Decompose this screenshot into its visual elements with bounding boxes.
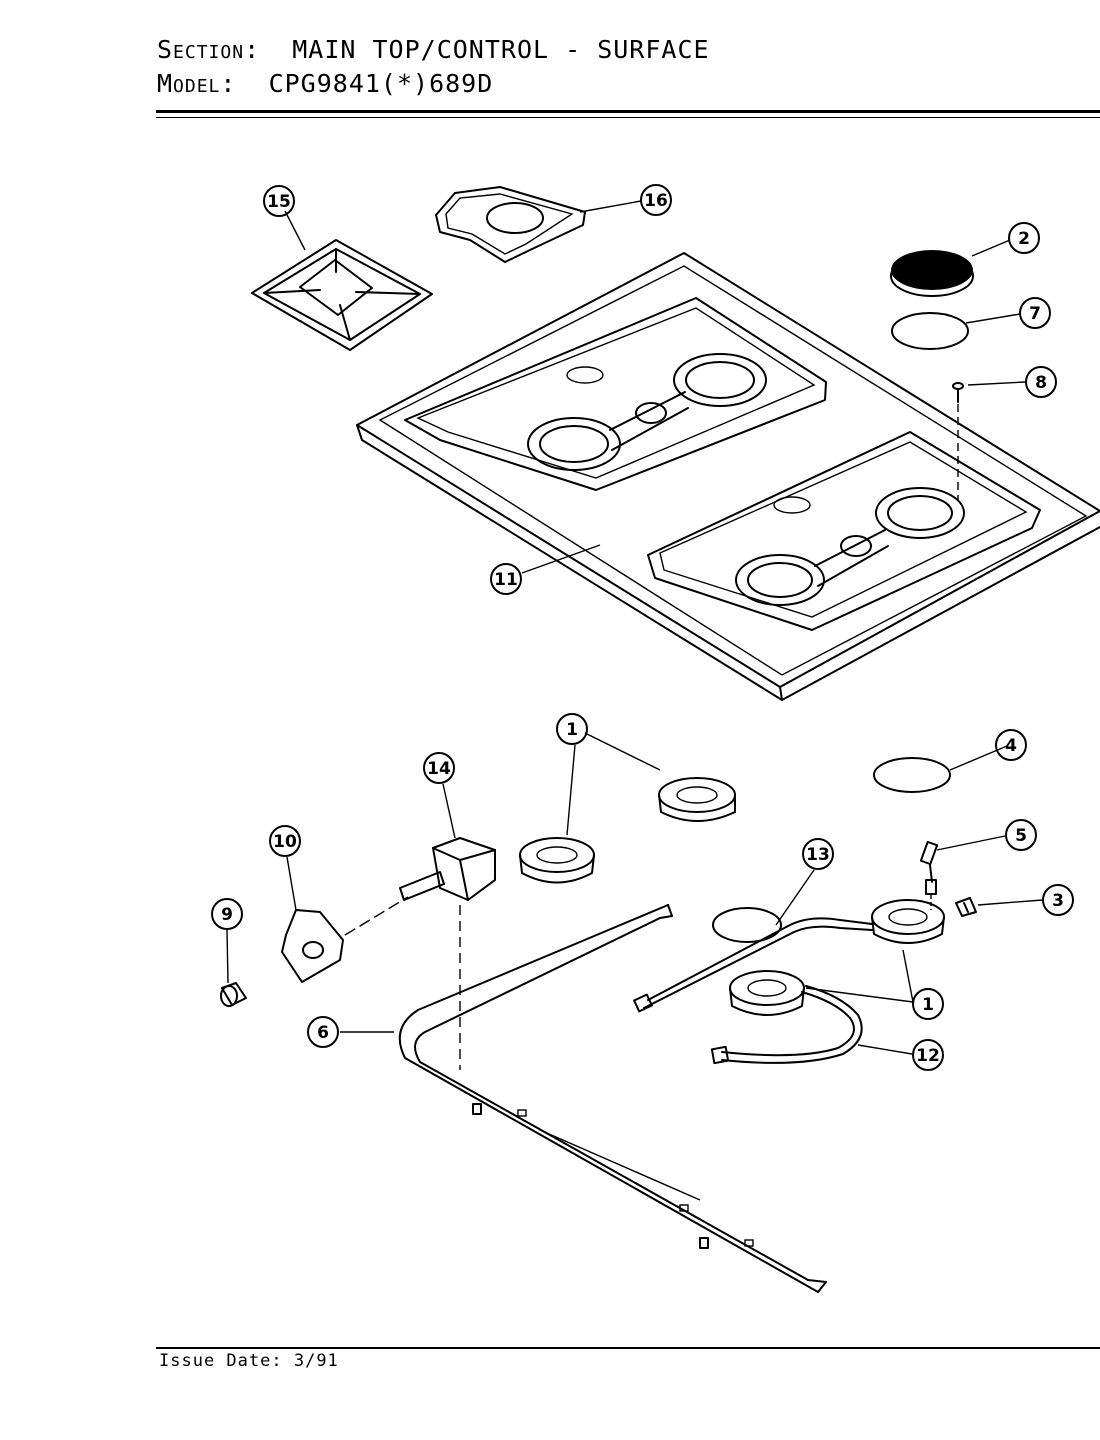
callout-8: 8: [1025, 366, 1057, 398]
svg-text:3: 3: [1052, 891, 1064, 911]
model-label: Model:: [157, 69, 237, 98]
svg-text:14: 14: [427, 759, 451, 779]
svg-text:4: 4: [1005, 736, 1017, 756]
callout-15: 15: [263, 185, 295, 217]
gas-valve: [399, 837, 496, 1070]
burner-head-rear-left: [658, 777, 736, 822]
svg-text:1: 1: [922, 995, 934, 1015]
spacer-ring: [712, 907, 782, 943]
callout-2: 2: [1008, 222, 1040, 254]
section-label: Section:: [157, 35, 261, 64]
clip: [955, 897, 977, 917]
burner-cap: [890, 250, 974, 297]
screw: [952, 382, 964, 500]
header-rule-thin: [156, 117, 1100, 118]
o-ring: [873, 757, 951, 793]
callout-6: 6: [307, 1016, 339, 1048]
header-rule-thick: [156, 110, 1100, 113]
manifold: [398, 904, 827, 1293]
section-value: MAIN TOP/CONTROL - SURFACE: [292, 35, 710, 64]
valve-bracket: [281, 896, 409, 983]
cap-ring: [891, 312, 969, 350]
callout-12: 12: [912, 1039, 944, 1071]
svg-text:8: 8: [1035, 373, 1047, 393]
svg-text:7: 7: [1029, 304, 1041, 324]
model-value: CPG9841(*)689D: [268, 69, 494, 98]
orifice: [220, 982, 247, 1007]
svg-text:9: 9: [221, 905, 233, 925]
gas-tube-rear: [633, 917, 873, 1013]
callout-14: 14: [423, 752, 455, 784]
leader-lines: [226, 200, 1043, 1055]
model-line: Model: CPG9841(*)689D: [157, 69, 493, 98]
callout-4: 4: [995, 729, 1027, 761]
gas-tube-front: [710, 985, 863, 1065]
issue-date: Issue Date: 3/91: [159, 1351, 339, 1371]
svg-text:16: 16: [644, 191, 668, 211]
burner-head-rear-right: [871, 899, 945, 944]
issue-date-value: 3/91: [293, 1351, 339, 1371]
callout-10: 10: [269, 825, 301, 857]
burner-head-front-left: [519, 837, 595, 884]
svg-text:6: 6: [317, 1023, 329, 1043]
svg-text:10: 10: [273, 832, 297, 852]
spark-electrode: [919, 840, 939, 910]
section-line: Section: MAIN TOP/CONTROL - SURFACE: [157, 35, 710, 64]
main-top: [356, 252, 1100, 701]
svg-text:15: 15: [267, 192, 291, 212]
callout-7: 7: [1019, 297, 1051, 329]
issue-date-label: Issue Date:: [159, 1351, 283, 1371]
callout-5: 5: [1005, 819, 1037, 851]
burner-grate: [251, 239, 433, 351]
svg-text:12: 12: [916, 1046, 940, 1066]
svg-text:2: 2: [1018, 229, 1030, 249]
svg-text:13: 13: [806, 845, 830, 865]
callout-9: 9: [211, 898, 243, 930]
svg-text:11: 11: [494, 570, 518, 590]
svg-text:1: 1: [566, 720, 578, 740]
burner-head-front-right: [729, 970, 805, 1016]
svg-text:5: 5: [1015, 826, 1027, 846]
callout-1-upper: 1: [556, 713, 588, 745]
exploded-parts-diagram: 15 16 2 7 8 11 1 4 14 10 9 13 5 3 6 1 12: [211, 184, 1100, 1293]
callout-11: 11: [490, 563, 522, 595]
callout-13: 13: [802, 838, 834, 870]
callout-3: 3: [1042, 884, 1074, 916]
footer-rule: [156, 1347, 1100, 1349]
callout-16: 16: [640, 184, 672, 216]
callout-1-lower: 1: [912, 988, 944, 1020]
drip-pan: [435, 186, 586, 263]
